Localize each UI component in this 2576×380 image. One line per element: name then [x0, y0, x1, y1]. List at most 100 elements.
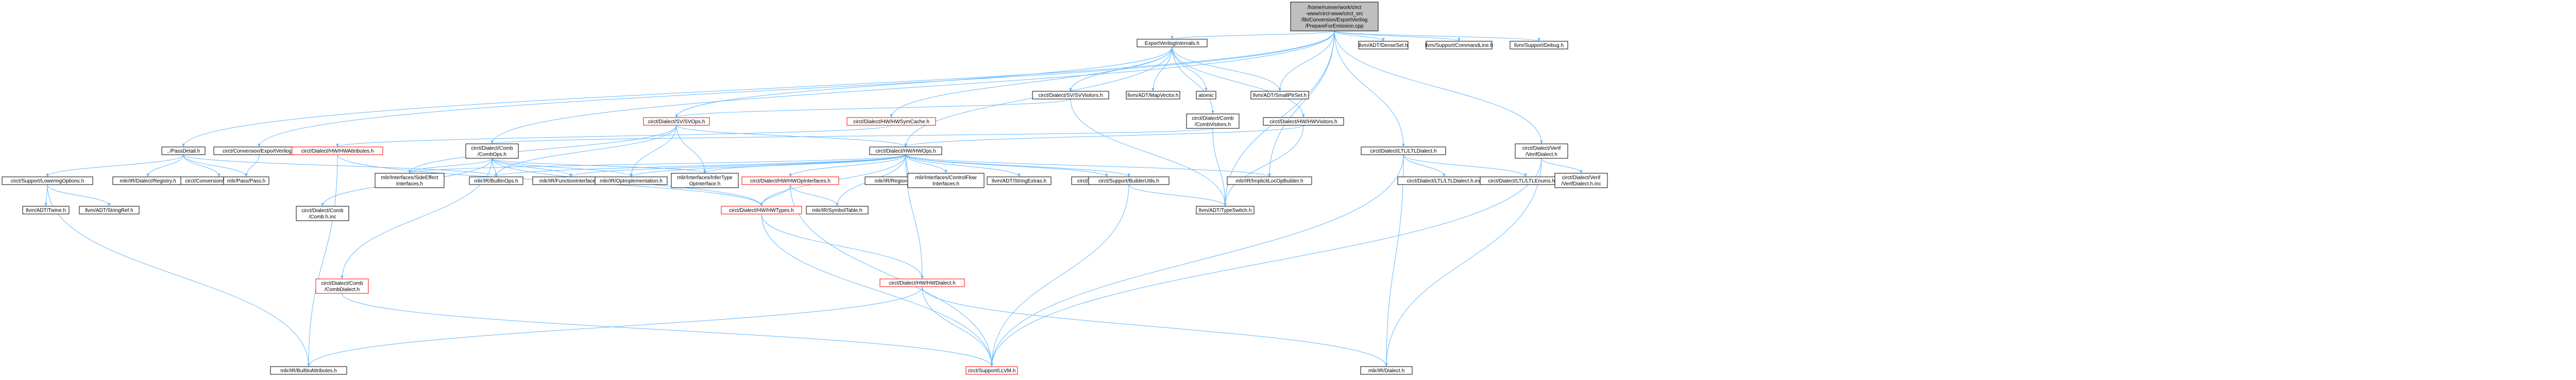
node-box-circtllvm [965, 366, 1018, 375]
node-stringref[interactable]: llvm/ADT/StringRef.h [79, 206, 140, 214]
node-cmdline[interactable]: llvm/Support/CommandLine.h [1425, 41, 1493, 49]
edge-ltldialect-to-mlirdialect [1385, 154, 1404, 367]
node-label: circt/Conversion/Passes.h.inc [185, 178, 252, 184]
node-stringextras[interactable]: llvm/ADT/StringExtras.h [987, 176, 1052, 185]
node-label: mlir/IR/Dialect.h [1368, 368, 1405, 374]
node-mlirpass[interactable]: mlir/Pass/Pass.h [223, 176, 269, 185]
node-combvisitors[interactable]: circt/Dialect/Comb/CombVisitors.h [1186, 113, 1240, 129]
node-verifdialectinc[interactable]: circt/Dialect/Verif/VerifDialect.h.inc [1554, 173, 1608, 188]
node-box-builtinattributes [270, 366, 347, 375]
node-hwopinterfaces[interactable]: circt/Dialect/HW/HWOpInterfaces.h [741, 176, 839, 185]
node-label: circt/Dialect/Comb [471, 146, 513, 152]
edge-combops-to-opimplementation [492, 158, 633, 177]
node-hwops[interactable]: circt/Dialect/HW/HWOps.h [869, 146, 942, 155]
node-dialectregistry[interactable]: mlir/IR/Dialect/Registry.h [112, 176, 183, 185]
node-box-symboltable [806, 206, 869, 214]
edge-hwopinterfaces-to-circtllvm [790, 184, 993, 367]
node-builtinops[interactable]: mlir/IR/BuiltinOps.h [469, 176, 523, 185]
node-symboltable[interactable]: mlir/IR/SymbolTable.h [806, 206, 869, 214]
node-hwtypes[interactable]: circt/Dialect/HW/HWTypes.h [721, 206, 802, 214]
edge-exportinternals-to-combvisitors [1172, 46, 1214, 114]
node-passdetail[interactable]: ../PassDetail.h [161, 146, 206, 155]
node-ltldialectinc[interactable]: circt/Dialect/LTL/LTLDialect.h.inc [1397, 176, 1491, 185]
node-hwattributes[interactable]: circt/Dialect/HW/HWAttributes.h [292, 146, 383, 155]
edge-hwops-to-hwopinterfaces [789, 154, 906, 177]
node-label: llvm/ADT/StringRef.h [85, 208, 133, 213]
node-llvmtwine[interactable]: llvm/ADT/Twine.h [22, 206, 70, 214]
node-exportverilog[interactable]: circt/Conversion/ExportVerilog.h [213, 146, 305, 155]
edge-combvisitors-to-typeswitch [1212, 128, 1227, 207]
node-label: llvm/Support/CommandLine.h [1425, 43, 1493, 48]
node-label: circt/Dialect/SV/SVOps.h [648, 119, 705, 125]
node-combdialect[interactable]: circt/Dialect/Comb/CombDialect.h [315, 278, 369, 294]
node-label: ../PassDetail.h [167, 148, 200, 154]
edge-verifdialect-to-verifdialectinc [1541, 158, 1583, 174]
node-label: circt/Dialect/SV/SVVisitors.h [1039, 93, 1103, 98]
node-mlirdialect[interactable]: mlir/IR/Dialect.h [1360, 366, 1413, 375]
node-hwvisitors[interactable]: circt/Dialect/HW/HWVisitors.h [1263, 117, 1344, 126]
node-box-hwops [869, 146, 942, 155]
edge-hwdialect-to-builtinattributes [307, 286, 923, 367]
node-hwdialect[interactable]: circt/Dialect/HW/HWDialect.h [879, 278, 965, 287]
edge-passdetail-to-mlirpass [183, 154, 248, 177]
node-svvisitors[interactable]: circt/Dialect/SV/SVVisitors.h [1032, 91, 1109, 100]
node-densemap[interactable]: llvm/ADT/DenseSet.h [1358, 41, 1409, 49]
node-exportinternals[interactable]: ExportVerilogInternals.h [1137, 39, 1208, 47]
node-opimplementation[interactable]: mlir/IR/OpImplementation.h [595, 176, 668, 185]
node-label: llvm/ADT/StringExtras.h [992, 178, 1046, 184]
node-combhinc[interactable]: circt/Dialect/Comb/Comb.h.inc [296, 206, 349, 221]
node-svops[interactable]: circt/Dialect/SV/SVOps.h [643, 117, 710, 126]
node-label: circt/Dialect/Comb [321, 281, 363, 287]
edge-hwops-to-infertype [703, 154, 906, 174]
edge-combops-to-functioninterfaces [492, 158, 572, 177]
node-ltldialect[interactable]: circt/Dialect/LTL/LTLDialect.h [1361, 146, 1446, 155]
node-label: circt/Dialect/HW/HWSymCache.h [853, 119, 929, 125]
node-label: ExportVerilogInternals.h [1145, 41, 1199, 46]
edge-hwops-to-implicitlocbuilder [905, 154, 1271, 177]
node-label: circt/Dialect/Comb [1192, 116, 1234, 122]
node-loweringoptions[interactable]: circt/Support/LoweringOptions.h [2, 176, 93, 185]
edge-svops-to-hwops [676, 125, 907, 147]
node-box-mlirdialect [1360, 366, 1413, 375]
edge-exportinternals-to-atomic [1172, 46, 1208, 92]
node-implicitlocbuilder[interactable]: mlir/IR/ImplicitLocOpBuilder.h [1227, 176, 1312, 185]
node-label: circt/Dialect/Verif [1522, 146, 1561, 152]
node-atomic[interactable]: atomic [1196, 91, 1216, 100]
edge-hwvisitors-to-typeswitch [1224, 125, 1304, 207]
node-verifdialect[interactable]: circt/Dialect/Verif/VerifDialect.h [1515, 143, 1568, 159]
node-mapvector[interactable]: llvm/ADT/MapVector.h [1126, 91, 1180, 100]
edge-loweringoptions-to-builtinattributes [47, 184, 310, 367]
node-box-combvisitors [1186, 113, 1240, 129]
edge-ltldialect-to-circtllvm [990, 154, 1404, 367]
edge-passdetail-to-dialectregistry [146, 154, 184, 177]
node-circtllvm[interactable]: circt/Support/LLVM.h [965, 366, 1018, 375]
edge-hwops-to-hwdialect [905, 154, 924, 279]
node-smallptrset[interactable]: llvm/ADT/SmallPtrSet.h [1250, 91, 1309, 100]
edge-svops-to-builtinops [495, 125, 677, 177]
node-label: circt/Dialect/HW/HWDialect.h [889, 280, 955, 286]
node-combops[interactable]: circt/Dialect/Comb/CombOps.h [465, 143, 519, 159]
edge-root-to-densemap [1334, 30, 1385, 42]
edge-builderutils-to-typeswitch [1128, 184, 1227, 207]
node-hwsymcache[interactable]: circt/Dialect/HW/HWSymCache.h [846, 117, 936, 126]
node-label: circt/Dialect/HW/HWAttributes.h [301, 148, 374, 154]
node-typeswitch[interactable]: llvm/ADT/TypeSwitch.h [1196, 206, 1255, 214]
node-label: /Comb.h.inc [309, 214, 336, 220]
node-label: mlir/IR/SymbolTable.h [812, 208, 862, 213]
node-label: mlir/IR/Dialect/Registry.h [120, 178, 176, 184]
edge-root-to-implicitlocbuilder [1268, 30, 1335, 177]
node-label: mlir/Pass/Pass.h [227, 178, 265, 184]
node-box-mapvector [1126, 91, 1180, 100]
edge-root-to-combops [490, 30, 1335, 144]
node-label: mlir/Interfaces/SideEffect [381, 175, 438, 181]
edge-svops-to-opimplementation [630, 125, 677, 177]
node-box-passdetail [161, 146, 206, 155]
node-debug[interactable]: llvm/Support/Debug.h [1510, 41, 1568, 49]
node-builderutils[interactable]: circt/Support/BuilderUtils.h [1088, 176, 1170, 185]
node-builtinattributes[interactable]: mlir/IR/BuiltinAttributes.h [270, 366, 347, 375]
node-box-combdialect [315, 278, 369, 294]
node-label: llvm/ADT/TypeSwitch.h [1199, 208, 1252, 213]
